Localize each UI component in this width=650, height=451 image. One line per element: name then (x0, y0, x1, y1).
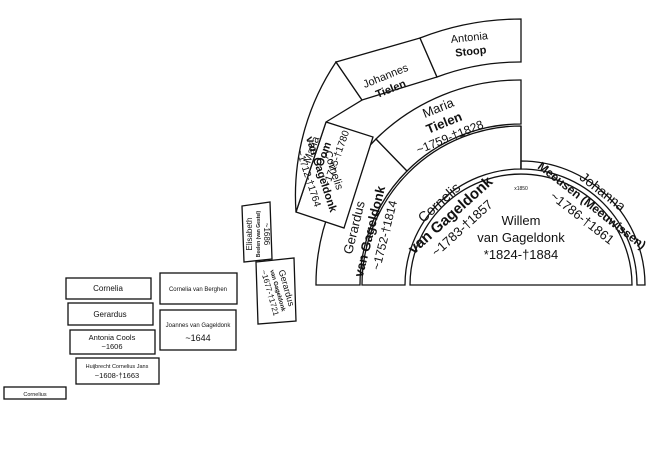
gen7-name: Cornelius (23, 392, 46, 398)
gen4m-given: Elisabeth (245, 218, 254, 251)
gen3d-surname: Stoop (455, 44, 488, 59)
root-given: Willem (502, 213, 541, 228)
gen3d-given: Antonia (450, 30, 489, 46)
gen6-dates-3: ~1606 (101, 342, 122, 351)
gen6-cell-4 (75, 357, 160, 385)
gen6-dates-4: ~1608-†1663 (95, 371, 139, 380)
gen4-mother-cell (241, 201, 273, 263)
gen5-father-dates: ~1644 (185, 333, 210, 343)
gen4-mother-dates-group: ~1686 (262, 223, 271, 246)
gen6-cell-2 (67, 302, 154, 326)
gen4-mother-person: Elisabeth Beelen (van Gestel) (245, 210, 262, 257)
gen4m-dates: ~1686 (262, 223, 271, 246)
gen3-d-person: Antonia Stoop (450, 30, 489, 60)
gen4-father-cell (255, 257, 297, 325)
gen6-name-2: Gerardus (93, 310, 126, 319)
gen6-name-3: Antonia Cools (89, 333, 136, 342)
gen6-name-4: Huijbrecht Cornelius Jans (86, 364, 149, 370)
root-dates: *1824-†1884 (484, 247, 558, 262)
paternal-grandmother-cell (375, 79, 522, 172)
gen5-mother-name: Cornelia van Berghen (169, 287, 227, 293)
gen5-mother-cell (159, 272, 238, 305)
gen5-father-cell (159, 309, 237, 351)
gen5-father-name: Joannes van Gageldonk (166, 323, 232, 329)
gen6-cell-3 (69, 329, 156, 355)
root-person: Willem van Gageldonk *1824-†1884 x1850 (477, 186, 565, 262)
root-surname: van Gageldonk (477, 230, 565, 245)
gen6-name-1: Cornelia (93, 284, 123, 293)
ggm-cell-d (419, 18, 522, 78)
gen6-cell-1 (65, 277, 152, 300)
root-cell (409, 173, 633, 286)
gen4m-surname: Beelen (van Gestel) (256, 210, 262, 257)
mother-cell (520, 160, 646, 286)
root-mark: x1850 (514, 186, 528, 192)
gen7-cell (3, 386, 67, 400)
fan-cells (3, 18, 646, 400)
father-cell (361, 125, 522, 286)
